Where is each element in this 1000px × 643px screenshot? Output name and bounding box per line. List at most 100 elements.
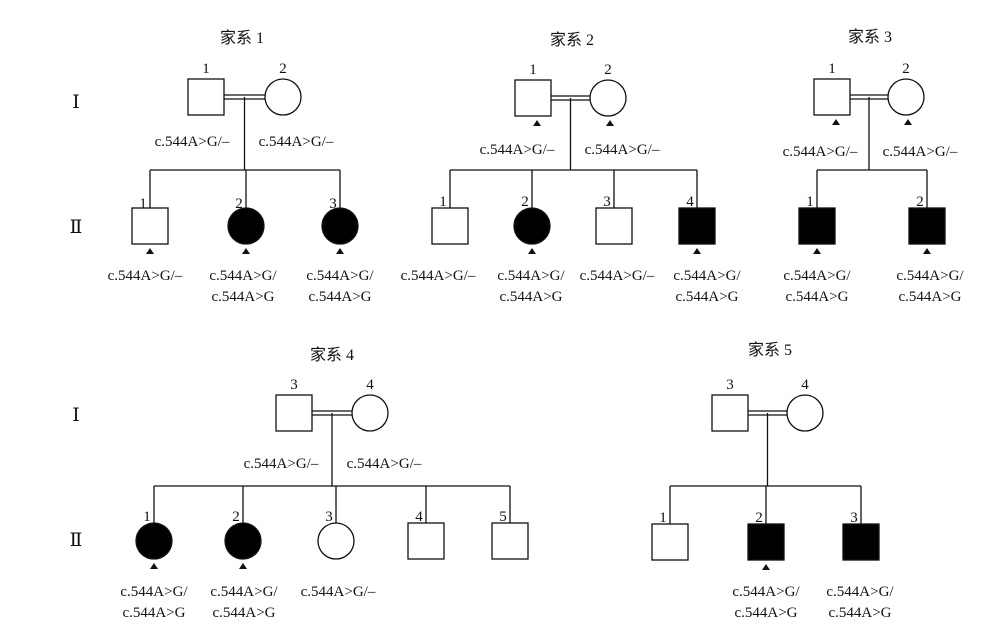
- child-genotype: c.544A>G/: [732, 584, 800, 600]
- child-genotype: c.544A>G/: [209, 268, 277, 284]
- child-genotype: c.544A>G: [211, 289, 274, 305]
- family-title: 家系 3: [848, 28, 892, 46]
- proband-arrow: [146, 248, 154, 254]
- family-title: 家系 1: [220, 29, 264, 47]
- proband-arrow: [533, 120, 541, 126]
- child-circle: [317, 522, 355, 560]
- child-genotype: c.544A>G/: [673, 268, 741, 284]
- child-genotype: c.544A>G/: [783, 268, 851, 284]
- father-number: 1: [202, 61, 210, 77]
- mother-genotype: c.544A>G/–: [883, 144, 958, 160]
- father-number: 1: [529, 62, 537, 78]
- child-square: [908, 207, 946, 245]
- proband-arrow: [923, 248, 931, 254]
- family-title: 家系 2: [550, 31, 594, 49]
- mother-genotype: c.544A>G/–: [585, 142, 660, 158]
- child-number: 1: [659, 510, 667, 526]
- father-square: [514, 79, 552, 117]
- child-circle: [224, 522, 262, 560]
- child-genotype: c.544A>G/–: [301, 584, 376, 600]
- family-title: 家系 4: [310, 346, 354, 364]
- child-number: 1: [439, 194, 447, 210]
- mother-number: 2: [604, 62, 612, 78]
- child-number: 3: [603, 194, 611, 210]
- child-genotype: c.544A>G/: [306, 268, 374, 284]
- family-title: 家系 5: [748, 341, 792, 359]
- child-square: [407, 522, 445, 560]
- proband-arrow: [832, 119, 840, 125]
- child-genotype: c.544A>G: [675, 289, 738, 305]
- father-square: [711, 394, 749, 432]
- child-genotype: c.544A>G: [785, 289, 848, 305]
- child-genotype: c.544A>G/–: [108, 268, 183, 284]
- child-genotype: c.544A>G/–: [580, 268, 655, 284]
- child-genotype: c.544A>G/: [120, 584, 188, 600]
- generation-label: Ⅰ: [72, 92, 80, 113]
- father-genotype: c.544A>G/–: [155, 134, 230, 150]
- father-genotype: c.544A>G/–: [244, 456, 319, 472]
- child-square: [491, 522, 529, 560]
- child-square: [798, 207, 836, 245]
- proband-arrow: [606, 120, 614, 126]
- father-number: 3: [726, 377, 734, 393]
- mother-circle: [589, 79, 627, 117]
- proband-arrow: [693, 248, 701, 254]
- child-number: 2: [916, 194, 924, 210]
- mother-circle: [264, 78, 302, 116]
- child-number: 3: [329, 196, 337, 212]
- child-genotype: c.544A>G: [212, 605, 275, 621]
- child-number: 5: [499, 509, 507, 525]
- proband-arrow: [813, 248, 821, 254]
- mother-circle: [351, 394, 389, 432]
- child-circle: [513, 207, 551, 245]
- mother-number: 4: [801, 377, 809, 393]
- father-square: [275, 394, 313, 432]
- family-4: 家系 4 3 4 c.544A>G/– c.544A>G/– 1 c.544A>G/c.54…: [120, 346, 529, 621]
- child-genotype: c.544A>G: [499, 289, 562, 305]
- child-square: [651, 523, 689, 561]
- child-genotype: c.544A>G: [898, 289, 961, 305]
- child-circle: [227, 207, 265, 245]
- generation-label: Ⅱ: [70, 217, 83, 238]
- proband-arrow: [528, 248, 536, 254]
- child-square: [131, 207, 169, 245]
- child-number: 4: [686, 194, 694, 210]
- father-genotype: c.544A>G/–: [480, 142, 555, 158]
- child-number: 4: [415, 509, 423, 525]
- child-number: 1: [806, 194, 814, 210]
- child-number: 2: [235, 196, 243, 212]
- child-square: [431, 207, 469, 245]
- child-number: 1: [143, 509, 151, 525]
- child-genotype: c.544A>G/: [210, 584, 278, 600]
- generation-label: Ⅰ: [72, 405, 80, 426]
- father-square: [813, 78, 851, 116]
- mother-genotype: c.544A>G/–: [259, 134, 334, 150]
- mother-genotype: c.544A>G/–: [347, 456, 422, 472]
- child-genotype: c.544A>G/: [826, 584, 894, 600]
- child-square: [747, 523, 785, 561]
- proband-arrow: [904, 119, 912, 125]
- proband-arrow: [239, 563, 247, 569]
- proband-arrow: [242, 248, 250, 254]
- father-square: [187, 78, 225, 116]
- child-genotype: c.544A>G: [828, 605, 891, 621]
- mother-number: 2: [902, 61, 910, 77]
- father-number: 3: [290, 377, 298, 393]
- child-square: [842, 523, 880, 561]
- child-circle: [135, 522, 173, 560]
- child-square: [678, 207, 716, 245]
- child-number: 1: [139, 196, 147, 212]
- child-circle: [321, 207, 359, 245]
- child-genotype: c.544A>G: [122, 605, 185, 621]
- child-genotype: c.544A>G/: [896, 268, 964, 284]
- child-genotype: c.544A>G/: [497, 268, 565, 284]
- proband-arrow: [762, 564, 770, 570]
- proband-arrow: [150, 563, 158, 569]
- child-square: [595, 207, 633, 245]
